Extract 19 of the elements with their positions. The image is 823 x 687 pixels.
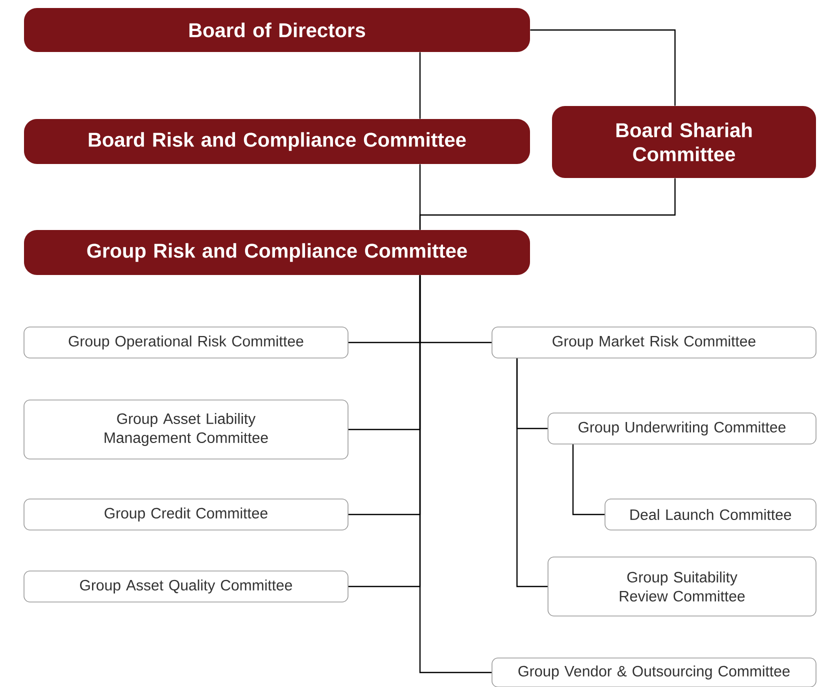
committee-box: Group Operational Risk Committee <box>24 326 348 358</box>
connector-line <box>572 444 605 516</box>
connector-line <box>419 178 676 230</box>
committee-box: Group Suitability Review Committee <box>548 556 816 616</box>
committee-box: Deal Launch Committee <box>604 498 816 530</box>
committee-box: Board Risk and Compliance Committee <box>24 119 530 164</box>
committee-box: Board Shariah Committee <box>552 106 816 178</box>
committee-box: Group Market Risk Committee <box>492 326 816 358</box>
connector-line <box>419 275 492 674</box>
committee-box: Group Underwriting Committee <box>548 412 816 444</box>
committee-box: Group Asset Quality Committee <box>24 570 348 602</box>
connector-line <box>419 52 421 119</box>
committee-box: Group Risk and Compliance Committee <box>24 230 530 275</box>
committee-box: Board of Directors <box>24 8 530 52</box>
committee-box: Group Credit Committee <box>24 498 348 530</box>
connector-line <box>516 358 548 588</box>
committee-box: Group Asset Liability Management Committee <box>24 400 348 460</box>
committee-box: Group Vendor & Outsourcing Committee <box>492 658 816 687</box>
connector-line <box>530 29 676 106</box>
